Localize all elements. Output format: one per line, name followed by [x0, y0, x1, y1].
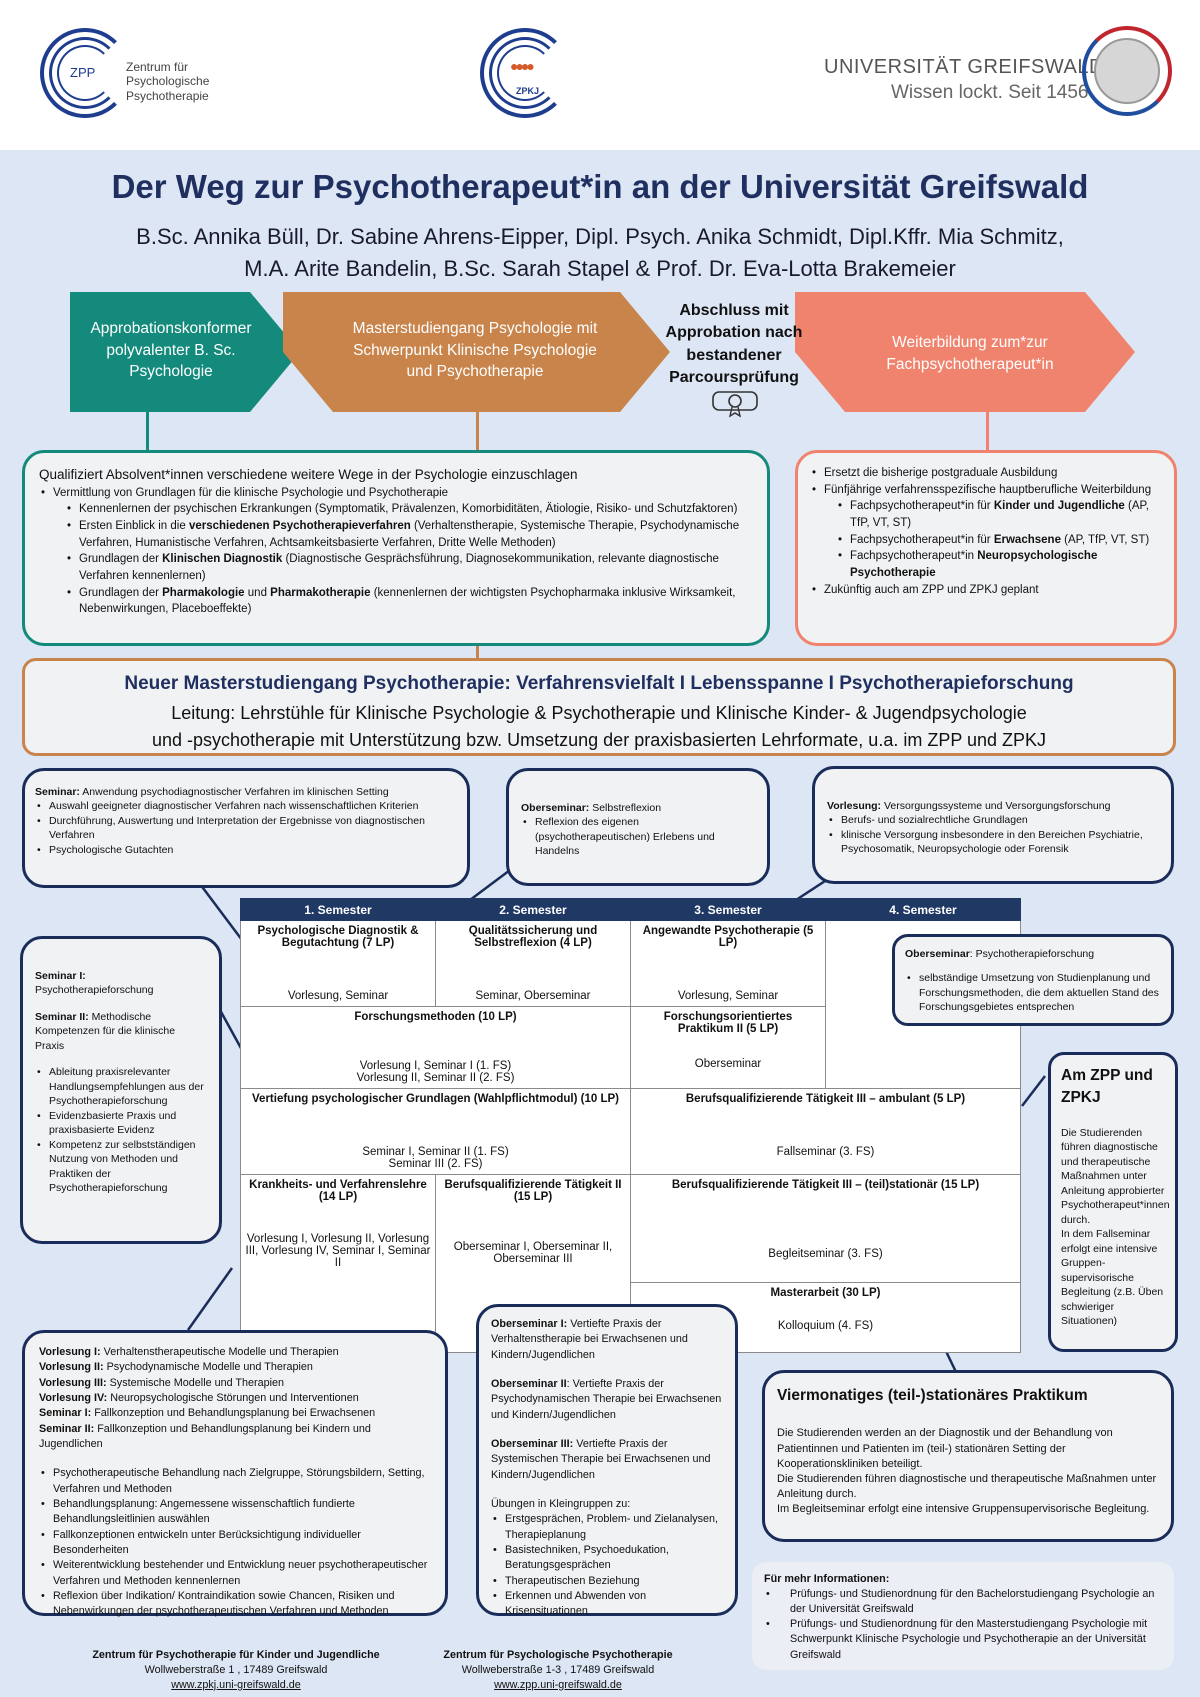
- zpkj-website-link[interactable]: www.zpkj.uni-greifswald.de: [171, 1678, 301, 1691]
- footer-zpkj: Zentrum für Psychotherapie für Kinder un…: [36, 1648, 436, 1693]
- university-seal: [1082, 26, 1172, 116]
- qual-sub-bullet: Kennenlernen der psychischen Erkrankunge…: [39, 501, 753, 518]
- step-weiter-label: Weiterbildung zum*zur Fachpsychotherapeu…: [886, 334, 1054, 373]
- info-box: Für mehr Informationen: Prüfungs- und St…: [752, 1562, 1174, 1670]
- oberseminar-selbstreflexion-box: Oberseminar: Selbstreflexion Reflexion d…: [506, 768, 770, 886]
- header-bar: ZPP Zentrum für Psychologische Psychothe…: [0, 0, 1200, 150]
- zpp-logo-label: Zentrum für Psychologische Psychotherapi…: [126, 60, 210, 103]
- new-master-line-2: und -psychotherapie mit Unterstützung bz…: [151, 730, 1047, 751]
- new-master-title: Neuer Masterstudiengang Psychotherapie: …: [124, 673, 1074, 694]
- weiterbildung-box: Ersetzt die bisherige postgraduale Ausbi…: [795, 450, 1177, 646]
- connector-bsc: [146, 412, 149, 450]
- zpp-box-title: Am ZPP und ZPKJ: [1061, 1067, 1153, 1107]
- authors-line-2: M.A. Arite Bandelin, B.Sc. Sarah Stapel …: [244, 256, 956, 281]
- qualification-box: Qualifiziert Absolvent*innen verschieden…: [22, 450, 770, 646]
- step-weiter-arrow: [795, 292, 1135, 412]
- footer-zpp: Zentrum für Psychologische Psychotherapi…: [358, 1648, 758, 1693]
- step-bsc-arrow: [70, 292, 300, 412]
- module-cell: Angewandte Psychotherapie (5 LP)Vorlesun…: [630, 920, 826, 1007]
- vorlesung-versorgung-box: Vorlesung: Versorgungssysteme und Versor…: [812, 766, 1174, 884]
- qual-bullet: Vermittlung von Grundlagen für die klini…: [39, 485, 753, 502]
- new-master-line-1: Leitung: Lehrstühle für Klinische Psycho…: [171, 703, 1027, 724]
- seminar-diagnostik-box: Seminar: Anwendung psychodiagnostischer …: [22, 768, 470, 888]
- semester-header-3: 3. Semester: [630, 898, 826, 921]
- poster-title: Der Weg zur Psychotherapeut*in an der Un…: [111, 168, 1089, 205]
- children-icon: ●●●●: [510, 58, 535, 74]
- university-slogan: Wissen lockt. Seit 1456: [891, 82, 1089, 103]
- path-arrows: [70, 292, 1135, 412]
- praktikum-box: Viermonatiges (teil-)stationäres Praktik…: [762, 1370, 1174, 1542]
- module-cell: Vertiefung psychologischer Grundlagen (W…: [240, 1088, 631, 1175]
- connector-qual-neu: [476, 645, 479, 659]
- step-bsc-label: Approbationskonformer polyvalenter B. Sc…: [90, 320, 252, 381]
- connector-msc: [476, 412, 479, 450]
- university-name: UNIVERSITÄT GREIFSWALD: [824, 56, 1104, 78]
- zpp-logo: ZPP: [40, 28, 130, 118]
- step-exam-label: Abschluss mit Approbation nach bestanden…: [665, 302, 803, 387]
- praktikum-title: Viermonatiges (teil-)stationäres Praktik…: [777, 1387, 1088, 1404]
- module-cell: Berufsqualifizierende Tätigkeit III – (t…: [630, 1174, 1021, 1283]
- oberseminar-forschung-box: Oberseminar: Psychotherapieforschung sel…: [892, 934, 1174, 1026]
- diploma-icon: [712, 391, 758, 418]
- semester-header-2: 2. Semester: [435, 898, 631, 921]
- zpp-logo-text: ZPP: [70, 65, 96, 80]
- seminar-forschung-box: Seminar I: Psychotherapieforschung Semin…: [20, 936, 222, 1244]
- zpp-zpkj-box: Am ZPP und ZPKJ Die Studierenden führen …: [1048, 1052, 1178, 1352]
- step-msc-label: Masterstudiengang Psychologie mit Schwer…: [352, 320, 598, 381]
- semester-header-1: 1. Semester: [240, 898, 436, 921]
- vorlesung-verfahren-box: Vorlesung I: Verhaltenstherapeutische Mo…: [22, 1330, 448, 1617]
- new-master-box: Neuer Masterstudiengang Psychotherapie: …: [22, 658, 1176, 756]
- semester-header-4: 4. Semester: [825, 898, 1021, 921]
- qual-heading: Qualifiziert Absolvent*innen verschieden…: [39, 467, 578, 482]
- module-cell: Psychologische Diagnostik & Begutachtung…: [240, 920, 436, 1007]
- zpkj-logo-text: ZPKJ: [516, 86, 540, 96]
- qual-sub-bullet: Grundlagen der Pharmakologie und Pharmak…: [39, 585, 753, 618]
- authors-line-1: B.Sc. Annika Büll, Dr. Sabine Ahrens-Eip…: [136, 224, 1064, 249]
- module-cell: Qualitätssicherung und Selbstreflexion (…: [435, 920, 631, 1007]
- oberseminar-praxis-box: Oberseminar I: Vertiefte Praxis der Verh…: [476, 1304, 738, 1617]
- step-msc-arrow: [283, 292, 670, 412]
- module-cell: Forschungsorientiertes Praktikum II (5 L…: [630, 1006, 826, 1089]
- zpp-website-link[interactable]: www.zpp.uni-greifswald.de: [494, 1678, 622, 1691]
- module-cell: Krankheits- und Verfahrenslehre (14 LP)V…: [240, 1174, 436, 1353]
- qual-sub-bullet: Grundlagen der Klinischen Diagnostik (Di…: [39, 551, 753, 584]
- module-cell: Forschungsmethoden (10 LP)Vorlesung I, S…: [240, 1006, 631, 1089]
- module-cell: Berufsqualifizierende Tätigkeit III – am…: [630, 1088, 1021, 1175]
- zpkj-logo: ●●●● ZPKJ: [480, 28, 570, 118]
- qual-sub-bullet: Ersten Einblick in die verschiedenen Psy…: [39, 518, 753, 551]
- connector-weiter: [986, 412, 989, 450]
